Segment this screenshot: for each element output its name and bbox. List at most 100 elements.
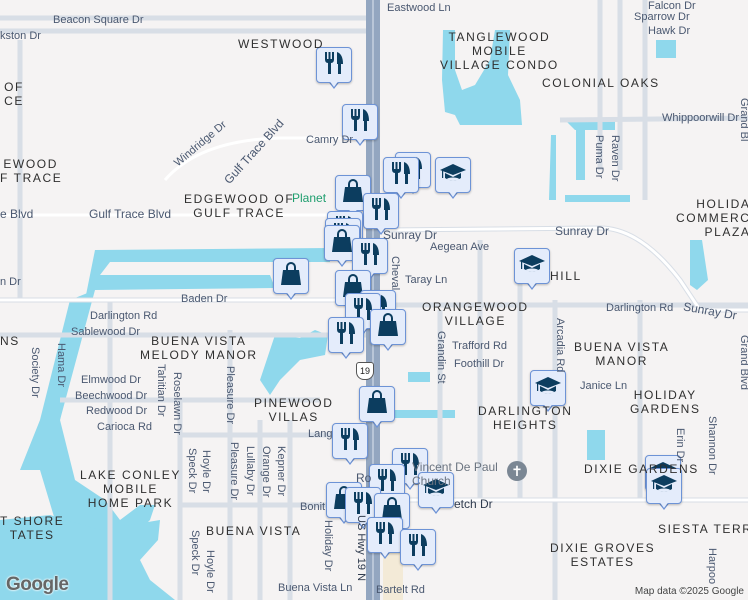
fork-knife-icon xyxy=(334,320,358,351)
fork-knife-icon xyxy=(351,490,375,521)
map-marker-restaurant[interactable] xyxy=(400,529,436,573)
street-redwood: Redwood Dr xyxy=(86,405,148,417)
marker-pointer-fill xyxy=(336,257,348,265)
map-marker-school[interactable] xyxy=(530,370,566,414)
map-marker-shopping[interactable] xyxy=(370,309,406,353)
street-speck-2: Speck Dr xyxy=(189,530,201,576)
street-aegean: Aegean Ave xyxy=(430,241,490,253)
street-hawk: Hawk Dr xyxy=(648,25,691,37)
label-colonial-oaks: COLONIAL OAKS xyxy=(542,76,660,90)
church-cross-icon[interactable]: ✝ xyxy=(507,461,527,481)
map-marker-restaurant[interactable] xyxy=(316,47,352,91)
marker-box[interactable] xyxy=(359,386,395,422)
street-etch: etch Dr xyxy=(454,497,493,511)
map-marker-restaurant[interactable] xyxy=(383,157,419,201)
map-marker-school[interactable] xyxy=(514,248,550,292)
us-19-shield: 19 xyxy=(356,362,374,380)
shopping-bag-icon xyxy=(330,228,354,259)
street-holiday: Holiday Dr xyxy=(322,520,334,572)
marker-box[interactable] xyxy=(383,157,419,193)
map-marker-restaurant[interactable] xyxy=(363,193,399,237)
marker-pointer-fill xyxy=(382,341,394,349)
graduation-cap-icon xyxy=(422,477,450,504)
street-gulf-trace: Gulf Trace Blvd xyxy=(89,207,172,221)
street-whippoorwill: Whippoorwill Dr xyxy=(662,112,740,124)
marker-box[interactable] xyxy=(370,309,406,345)
marker-box[interactable] xyxy=(332,423,368,459)
graduation-cap-icon xyxy=(650,473,678,500)
fork-knife-icon xyxy=(389,160,413,191)
street-darlington-right: Darlington Rd xyxy=(606,302,674,314)
map-marker-shopping[interactable] xyxy=(359,386,395,430)
fork-knife-icon xyxy=(373,520,397,551)
map-marker-school[interactable] xyxy=(418,472,454,516)
map-marker-shopping[interactable] xyxy=(273,258,309,302)
label-dixie-gardens: DIXIE GARDENS xyxy=(584,462,699,476)
marker-pointer-fill xyxy=(404,480,416,488)
marker-pointer-fill xyxy=(328,79,340,87)
label-ns: NS xyxy=(0,334,20,348)
shopping-bag-icon xyxy=(341,273,365,304)
marker-box[interactable] xyxy=(514,248,550,284)
street-erin: Erin Dr xyxy=(674,428,686,463)
marker-pointer-fill xyxy=(340,349,352,357)
marker-pointer-fill xyxy=(658,500,670,508)
marker-pointer-fill xyxy=(542,402,554,410)
shopping-bag-icon xyxy=(365,389,389,420)
marker-pointer-fill xyxy=(357,519,369,527)
street-pleasure-1: Pleasure Dr xyxy=(224,366,236,425)
map-marker-school[interactable] xyxy=(646,468,682,512)
fork-knife-icon xyxy=(322,50,346,81)
street-sablewood: Sablewood Dr xyxy=(71,326,141,338)
shopping-bag-icon xyxy=(279,261,303,292)
marker-box[interactable] xyxy=(435,157,471,193)
street-harpoo: Harpoo xyxy=(706,548,718,585)
street-kepner: Kepner Dr xyxy=(275,446,287,497)
street-us-19: US Hwy 19 N xyxy=(355,515,367,582)
street-puma: Puma Dr xyxy=(593,135,605,179)
label-tanglewood: TANGLEWOOD MOBILE VILLAGE CONDO xyxy=(440,30,559,72)
marker-box[interactable] xyxy=(342,104,378,140)
label-buena-vista-manor: BUENA VISTA MANOR xyxy=(574,340,670,368)
marker-box[interactable] xyxy=(367,517,403,553)
poi-planet[interactable]: Planet xyxy=(292,191,327,205)
marker-pointer-fill xyxy=(447,189,459,197)
street-kston: kston Dr xyxy=(0,30,41,42)
graduation-cap-icon xyxy=(439,162,467,189)
map-marker-restaurant[interactable] xyxy=(367,517,403,561)
street-raven: Raven Dr xyxy=(609,135,621,182)
fork-knife-icon xyxy=(406,532,430,563)
marker-box[interactable] xyxy=(530,370,566,406)
poi-church[interactable]: Vincent De Paul Church xyxy=(412,460,498,488)
marker-box[interactable] xyxy=(328,317,364,353)
label-edgewood-left: EWOOD F TRACE xyxy=(0,157,63,185)
marker-box[interactable] xyxy=(400,529,436,565)
map-marker-school[interactable] xyxy=(435,157,471,201)
marker-box[interactable] xyxy=(316,47,352,83)
street-janice: Janice Ln xyxy=(580,380,628,392)
street-grandin: Grandin St xyxy=(435,331,447,384)
label-lake-conley: LAKE CONLEY MOBILE HOME PARK xyxy=(80,468,181,510)
label-westwood: WESTWOOD xyxy=(238,37,325,51)
street-camry: Camry Dr xyxy=(306,134,354,146)
street-eastwood: Eastwood Ln xyxy=(387,2,451,14)
map-marker-restaurant[interactable] xyxy=(342,104,378,148)
marker-box[interactable] xyxy=(418,472,454,508)
fork-knife-icon xyxy=(369,196,393,227)
fork-knife-icon xyxy=(398,451,422,482)
marker-box[interactable] xyxy=(352,238,388,274)
street-beacon-square: Beacon Square Dr xyxy=(53,14,144,26)
map-marker-restaurant[interactable] xyxy=(332,423,368,467)
street-pleasure-2: Pleasure Dr xyxy=(228,442,240,501)
graduation-cap-icon xyxy=(518,253,546,280)
street-ro: Ro xyxy=(356,471,372,485)
map-marker-restaurant[interactable] xyxy=(328,317,364,361)
marker-box[interactable] xyxy=(273,258,309,294)
google-logo[interactable]: Google xyxy=(6,574,69,595)
marker-pointer-fill xyxy=(375,225,387,233)
marker-box[interactable] xyxy=(363,193,399,229)
map-attribution[interactable]: Map data ©2025 Google xyxy=(634,586,744,597)
street-speck-1: Speck Dr xyxy=(186,448,198,494)
street-e-blvd: e Blvd xyxy=(0,207,34,221)
